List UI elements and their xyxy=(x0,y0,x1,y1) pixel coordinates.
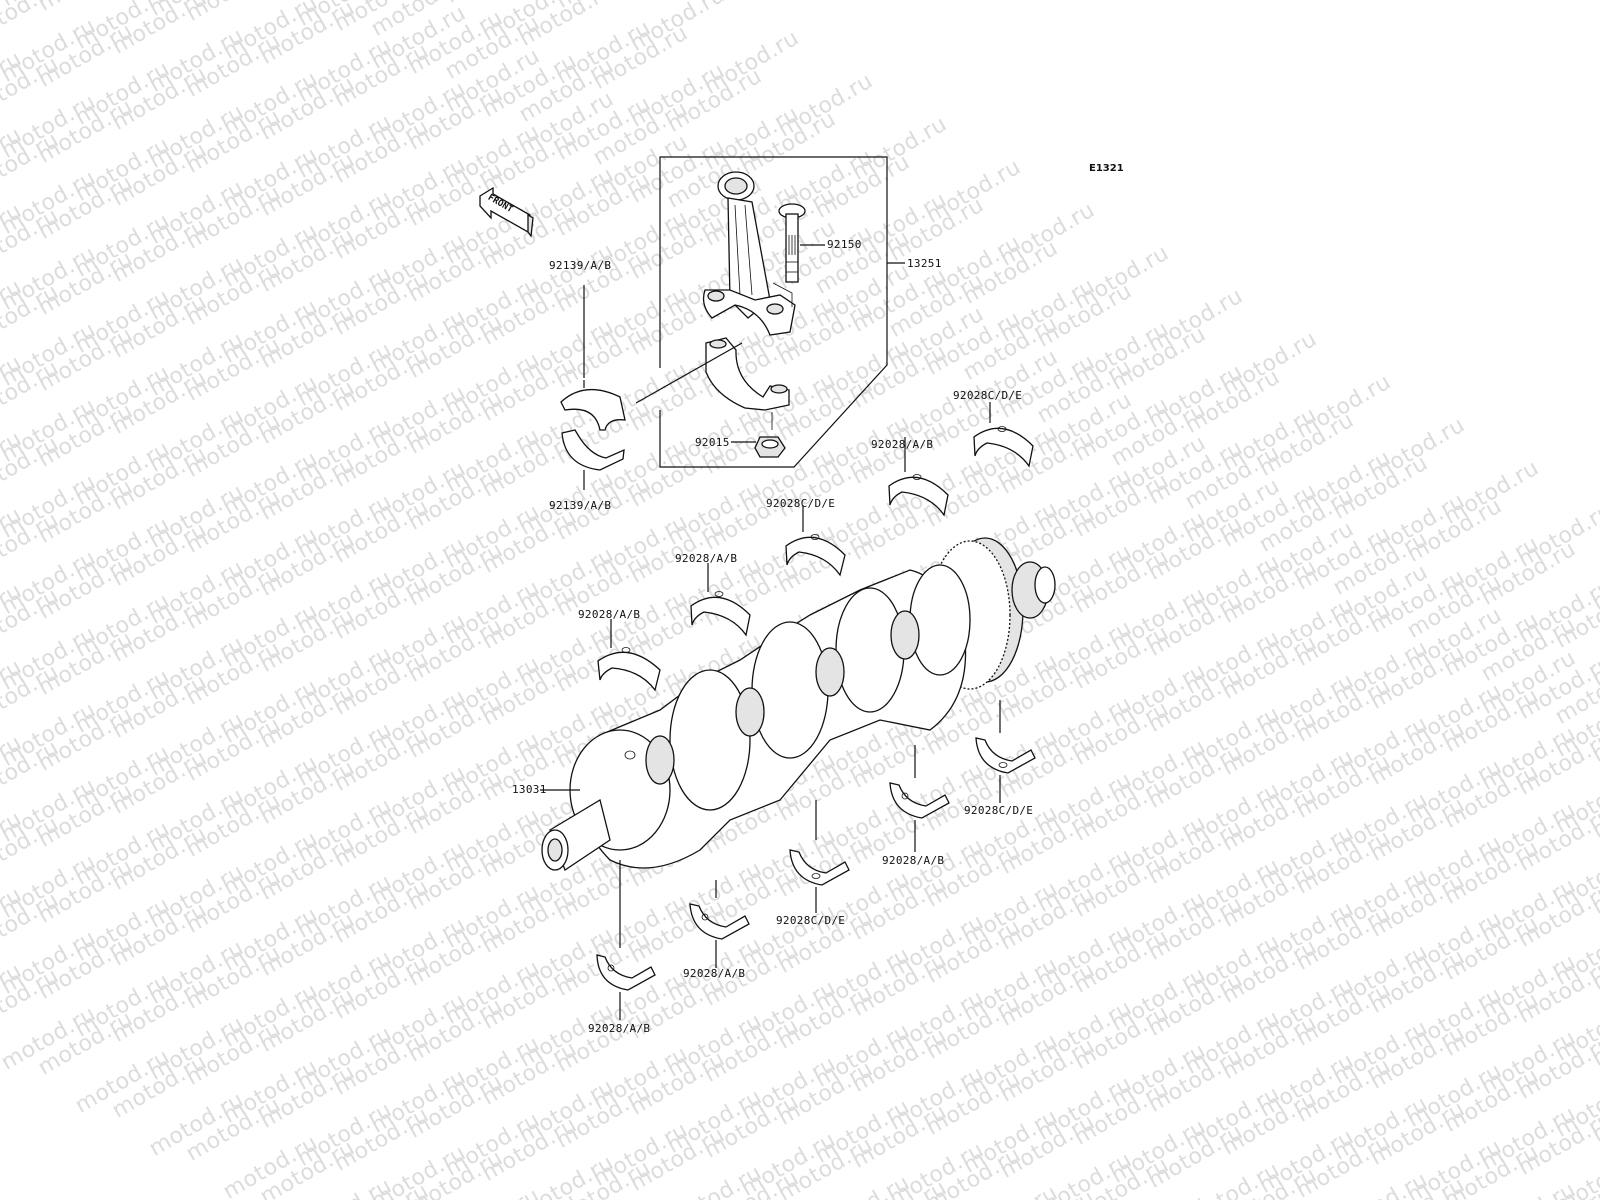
nut-92015 xyxy=(731,436,786,458)
callout-13031[interactable]: 13031 xyxy=(512,783,547,796)
main-bearing-shell-lower-3 xyxy=(789,800,850,913)
callout-92028ab-upper-1[interactable]: 92028/A/B xyxy=(578,608,641,621)
callout-92015[interactable]: 92015 xyxy=(695,436,730,449)
callout-13251[interactable]: 13251 xyxy=(907,257,942,270)
connecting-rod xyxy=(702,171,796,336)
main-bearing-shell-lower-2 xyxy=(689,880,750,968)
conrod-assembly-box xyxy=(659,156,905,468)
callout-92028cde-upper-5[interactable]: 92028C/D/E xyxy=(953,389,1023,402)
diagram-code: E1321 xyxy=(1089,163,1124,174)
callout-92028ab-lower-2[interactable]: 92028/A/B xyxy=(683,967,746,980)
crankshaft xyxy=(540,537,1056,871)
callout-92139-upper[interactable]: 92139/A/B xyxy=(549,259,612,272)
callout-92028cde-lower-5[interactable]: 92028C/D/E xyxy=(964,804,1034,817)
main-bearing-shell-upper-2 xyxy=(690,563,751,637)
main-bearing-shell-upper-5 xyxy=(973,402,1034,468)
main-bearing-shell-upper-3 xyxy=(785,505,846,577)
main-bearing-shell-lower-4 xyxy=(889,745,950,852)
callout-92150[interactable]: 92150 xyxy=(827,238,862,251)
main-bearing-shell-upper-1 xyxy=(597,619,661,692)
conrod-bearing-lower xyxy=(561,429,625,490)
main-bearing-shell-upper-4 xyxy=(888,437,949,517)
main-bearing-shell-lower-5 xyxy=(975,700,1036,803)
main-bearing-shell-lower-1 xyxy=(596,860,656,1020)
callout-92028cde-upper-3[interactable]: 92028C/D/E xyxy=(766,497,836,510)
bolt-92150 xyxy=(772,203,825,307)
front-arrow-icon: FRONT xyxy=(479,186,534,238)
callout-92139-lower[interactable]: 92139/A/B xyxy=(549,499,612,512)
conrod-bearing-upper xyxy=(560,285,626,431)
callout-92028cde-lower-3[interactable]: 92028C/D/E xyxy=(776,914,846,927)
callout-92028ab-lower-4[interactable]: 92028/A/B xyxy=(882,854,945,867)
rod-cap xyxy=(635,337,790,430)
callout-92028ab-lower-1[interactable]: 92028/A/B xyxy=(588,1022,651,1035)
callout-92028ab-upper-4[interactable]: 92028/A/B xyxy=(871,438,934,451)
callout-92028ab-upper-2[interactable]: 92028/A/B xyxy=(675,552,738,565)
